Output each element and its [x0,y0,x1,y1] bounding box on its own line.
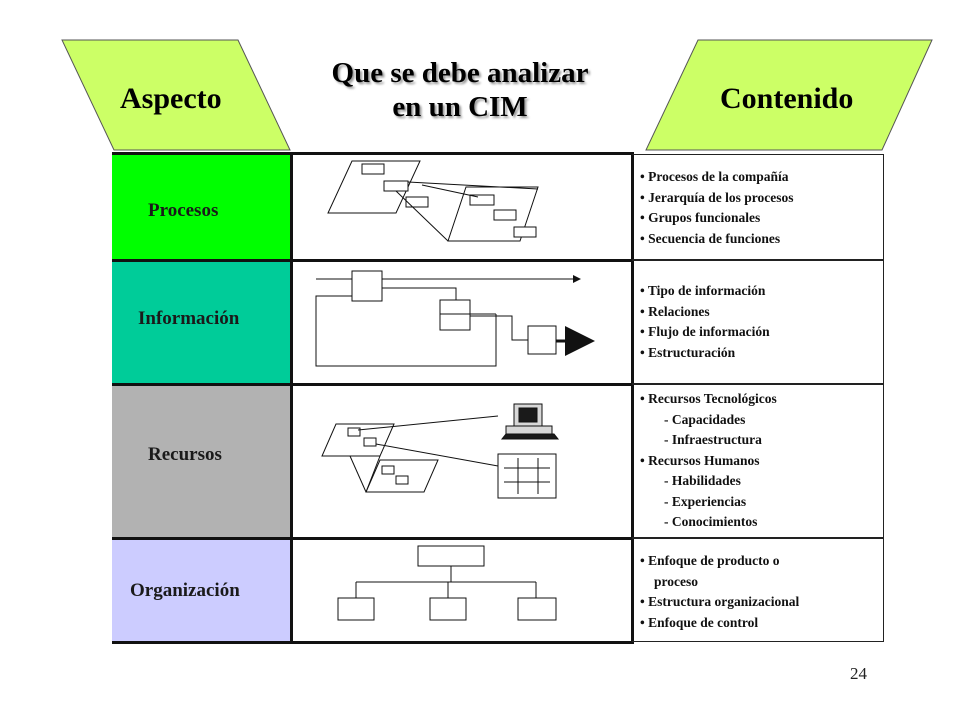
contenido-banner [645,39,933,151]
content-box-procesos: • Procesos de la compañía • Jerarquía de … [632,154,884,260]
content-item: • Recursos Tecnológicos [640,391,777,406]
content-item: • Jerarquía de los procesos [640,189,794,205]
row-divider-2 [112,383,634,386]
row-organizacion-aspect [112,538,290,642]
content-item: - Infraestructura [664,432,762,447]
content-box-recursos: • Recursos Tecnológicos - Capacidades - In… [632,384,884,538]
row-informacion-aspect [112,260,290,384]
content-list: • Enfoque de producto o proceso • Estructu… [640,551,883,633]
row-procesos-aspect [112,154,290,260]
content-item: • Enfoque de producto o [640,553,780,568]
resources-computer-icon [321,403,560,499]
content-box-organizacion: • Enfoque de producto o proceso • Estructu… [632,538,884,642]
table-bottom-line [112,641,634,644]
content-item: • Recursos Humanos [640,452,760,468]
content-list: • Recursos Tecnológicos - Capacidades - In… [640,389,883,533]
content-item: - Conocimientos [664,514,758,529]
content-item: • Secuencia de funciones [640,230,781,246]
aspect-label-informacion: Información [138,308,240,329]
table-right-divider [631,152,634,644]
header-banners [61,39,933,151]
information-flow-icon [315,270,595,367]
content-item: - Capacidades [664,411,746,427]
aspect-label-organizacion: Organización [130,580,240,601]
content-box-informacion: • Tipo de información • Relaciones • Flujo… [632,260,884,384]
aspecto-banner [61,39,291,151]
contenido-label: Contenido [720,82,854,115]
aspect-label-recursos: Recursos [148,444,222,465]
title-line-2: en un CIM [392,91,528,123]
content-item: proceso [654,573,698,589]
row-recursos-aspect [112,384,290,538]
aspect-label-procesos: Procesos [148,200,219,221]
title-line-1: Que se debe analizar [331,57,589,89]
row-divider-3 [112,537,634,540]
content-list: • Procesos de la compañía • Jerarquía de … [640,167,883,249]
content-item: - Habilidades [664,473,741,488]
process-hierarchy-icon [327,160,539,242]
table-top-line [112,152,634,155]
content-item: • Procesos de la compañía [640,169,789,184]
content-item: • Grupos funcionales [640,210,761,225]
org-chart-icon [337,545,557,621]
content-item: • Estructuración [640,344,736,360]
content-item: • Estructura organizacional [640,594,800,609]
content-item: • Flujo de información [640,324,770,339]
page-title: Que se debe analizar en un CIM [300,56,620,124]
row-divider-1 [112,259,634,262]
content-item: • Enfoque de control [640,614,759,630]
content-item: • Tipo de información [640,283,766,298]
content-item: - Experiencias [664,493,747,509]
page-number: 24 [850,664,867,683]
table-vertical-divider [290,152,293,644]
content-item: • Relaciones [640,303,710,319]
aspecto-label: Aspecto [120,82,222,115]
content-list: • Tipo de información • Relaciones • Flujo… [640,281,883,363]
